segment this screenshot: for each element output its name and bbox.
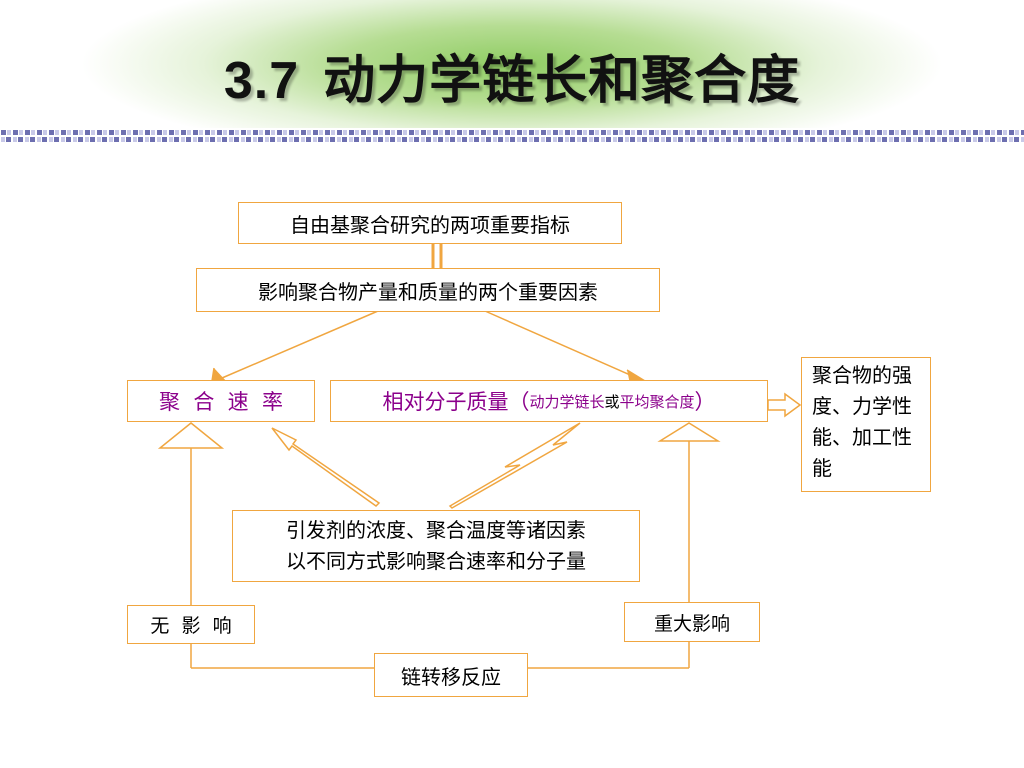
major-effect-box: 重大影响	[624, 602, 760, 642]
triangle-mw-feedback	[657, 422, 721, 442]
indicators-box: 自由基聚合研究的两项重要指标	[238, 202, 622, 244]
conditions-box: 引发剂的浓度、聚合温度等诸因素 以不同方式影响聚合速率和分子量	[232, 510, 640, 582]
triangle-rate-feedback	[157, 422, 225, 449]
decorative-strip	[0, 128, 1024, 144]
properties-label: 聚合物的强度、力学性能、加工性能	[812, 363, 912, 480]
title-number: 3.7	[223, 52, 300, 110]
rate-label: 聚 合 速 率	[158, 390, 284, 414]
mw-or-label: 或	[604, 392, 620, 411]
chain-transfer-box: 链转移反应	[374, 653, 528, 697]
properties-box: 聚合物的强度、力学性能、加工性能	[801, 357, 931, 492]
molecular-weight-box: 相对分子质量（动力学链长或平均聚合度）	[330, 380, 768, 422]
conditions-line-2: 以不同方式影响聚合速率和分子量	[286, 549, 586, 573]
title-band	[0, 0, 1024, 128]
arrow-conditions-to-rate	[271, 427, 381, 507]
arrow-mw-to-properties	[767, 392, 802, 418]
factors-box: 影响聚合物产量和质量的两个重要因素	[196, 268, 660, 312]
arrow-factors-to-mw	[484, 310, 638, 379]
arrow-factors-to-rate	[221, 310, 379, 379]
indicators-label: 自由基聚合研究的两项重要指标	[290, 212, 570, 237]
factors-label: 影响聚合物产量和质量的两个重要因素	[258, 279, 598, 304]
arrow-conditions-to-mw	[448, 422, 581, 509]
no-effect-box: 无 影 响	[127, 605, 255, 644]
major-effect-label: 重大影响	[653, 612, 730, 635]
rate-box: 聚 合 速 率	[127, 380, 315, 422]
chain-transfer-label: 链转移反应	[401, 664, 501, 689]
mw-main-label: 相对分子质量（	[382, 390, 530, 414]
mw-kinetic-chain-length: 动力学链长	[529, 392, 605, 411]
mw-degree-of-polymerization: 平均聚合度	[619, 392, 695, 411]
title-text: 动力学链长和聚合度	[323, 52, 801, 110]
conditions-line-1: 引发剂的浓度、聚合温度等诸因素	[286, 518, 586, 542]
mw-close-paren: ）	[694, 390, 716, 414]
slide-title: 3.7 动力学链长和聚合度	[0, 38, 1024, 113]
no-effect-label: 无 影 响	[150, 615, 232, 637]
